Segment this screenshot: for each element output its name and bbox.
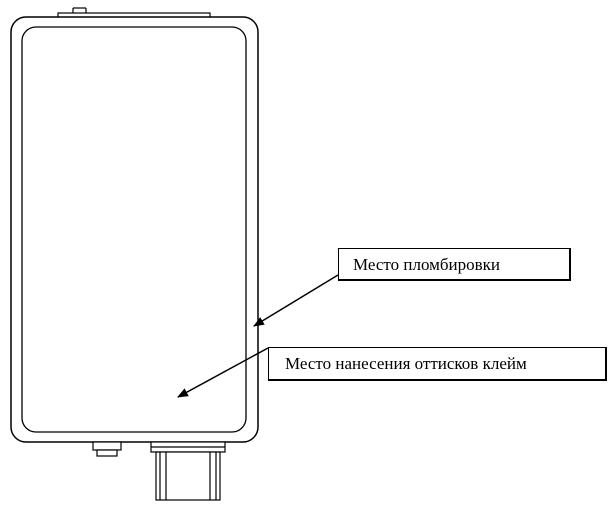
main-connector [150,441,226,501]
seal-place-label: Место пломбировки [353,254,501,274]
housing-outer [10,16,259,443]
stamp-leader-arrow [177,347,269,398]
stamp-place-label: Место нанесения оттисков клейм [285,354,527,373]
small-connector [92,441,122,457]
seal-place-callout: Место пломбировки [338,248,571,281]
seal-leader-arrow [253,274,339,327]
housing-inner-panel [21,26,247,433]
stamp-place-callout: Место нанесения оттисков клейм [268,347,607,381]
